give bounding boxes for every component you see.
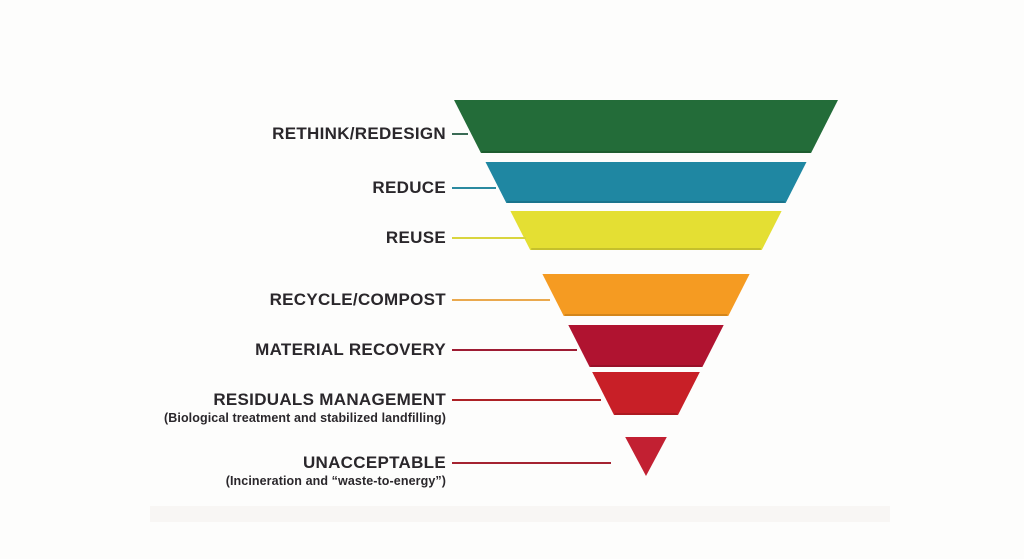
label-rethink-redesign: RETHINK/REDESIGN [16,124,446,144]
band-rethink-redesign [454,100,838,153]
label-unacceptable: UNACCEPTABLE (Incineration and “waste-to-… [16,453,446,489]
band-residuals-management [592,372,700,415]
label-reduce: REDUCE [16,178,446,198]
label-text-reuse: REUSE [385,228,446,247]
band-reuse [510,211,782,250]
label-recycle-compost: RECYCLE/COMPOST [16,290,446,310]
label-text-reduce: REDUCE [372,178,446,197]
label-text-unacceptable: UNACCEPTABLE [302,453,446,472]
label-text-material-recovery: MATERIAL RECOVERY [255,340,446,359]
label-material-recovery: MATERIAL RECOVERY [16,340,446,360]
band-reduce [485,162,807,203]
label-text-recycle-compost: RECYCLE/COMPOST [269,290,446,309]
label-text-rethink-redesign: RETHINK/REDESIGN [272,124,446,143]
sublabel-text-residuals-management: (Biological treatment and stabilized lan… [163,411,446,425]
label-residuals-management: RESIDUALS MANAGEMENT (Biological treatmen… [16,390,446,426]
sublabel-text-unacceptable: (Incineration and “waste-to-energy”) [225,474,446,488]
band-material-recovery [568,325,724,367]
label-text-residuals-management: RESIDUALS MANAGEMENT [213,390,446,409]
label-reuse: REUSE [16,228,446,248]
background-shadow-strip [150,506,890,522]
band-recycle-compost [542,274,750,316]
band-unacceptable [625,437,667,476]
